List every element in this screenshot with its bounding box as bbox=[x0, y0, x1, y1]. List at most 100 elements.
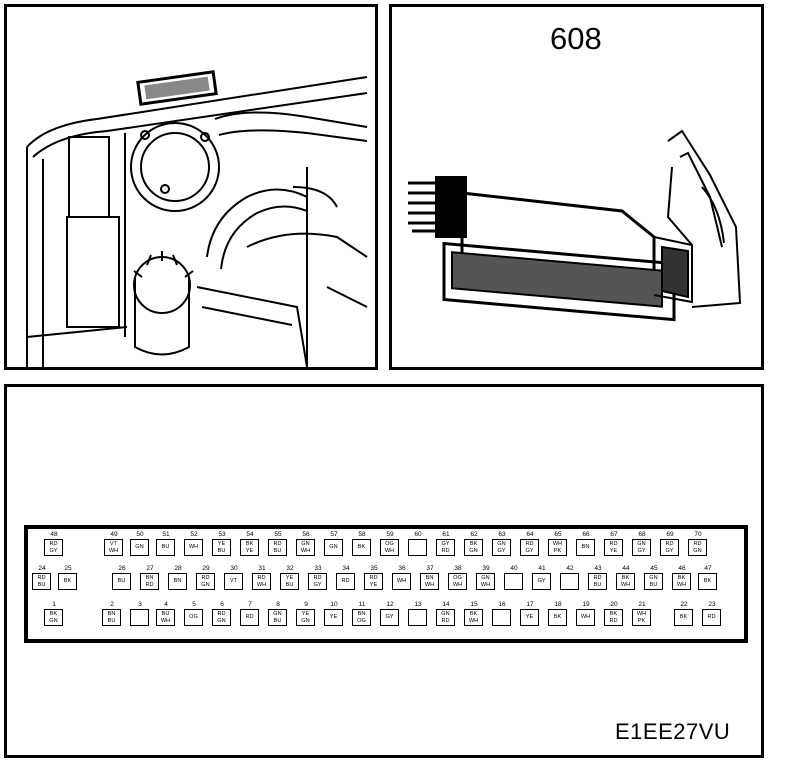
wire-color-code: GY bbox=[441, 541, 450, 548]
wire-color-code: WH bbox=[676, 581, 687, 588]
pin-number: 2 bbox=[110, 601, 114, 608]
wire-color-code: BU bbox=[217, 547, 226, 554]
wire-color-code: WH bbox=[160, 617, 171, 624]
wire-color-code: WH bbox=[620, 581, 631, 588]
wire-color-code: BK bbox=[703, 578, 712, 585]
pin-number: 69 bbox=[666, 531, 674, 538]
wire-color-code: BN bbox=[357, 611, 366, 618]
pin-number: 62 bbox=[470, 531, 478, 538]
pin-number: 65 bbox=[554, 531, 562, 538]
wire-color-code: OG bbox=[189, 614, 198, 621]
wire-color-code: GN bbox=[301, 541, 310, 548]
pin-number: 28 bbox=[174, 565, 182, 572]
wire-color-code: BK bbox=[609, 611, 618, 618]
wire-color-code: WH bbox=[188, 544, 199, 551]
wire-color-code: GN bbox=[49, 617, 58, 624]
wire-color-code: BK bbox=[469, 541, 478, 548]
pin-number: 34 bbox=[342, 565, 350, 572]
wire-color-code: GN bbox=[217, 617, 226, 624]
wire-color-code: GN bbox=[329, 544, 338, 551]
pin-number: 4 bbox=[164, 601, 168, 608]
wire-color-code: OG bbox=[385, 541, 394, 548]
pin-number: 43 bbox=[594, 565, 602, 572]
wire-color-code: GN bbox=[649, 575, 658, 582]
pin-cavity: BN bbox=[168, 573, 187, 590]
wire-color-code: GN bbox=[441, 611, 450, 618]
wire-color-code: BK bbox=[49, 611, 58, 618]
wire-color-code: RD bbox=[707, 614, 716, 621]
pin-number: 50 bbox=[136, 531, 144, 538]
pin-number: 37 bbox=[426, 565, 434, 572]
figure-code: E1EE27VU bbox=[615, 719, 731, 744]
wire-color-code: BN bbox=[425, 575, 434, 582]
pin-number: 36 bbox=[398, 565, 406, 572]
pin-number: 52 bbox=[190, 531, 198, 538]
pin-number: 20 bbox=[610, 601, 618, 608]
wire-color-code: RD bbox=[609, 617, 618, 624]
pin-number: 27 bbox=[146, 565, 154, 572]
pin-number: 44 bbox=[622, 565, 630, 572]
pin-number: 18 bbox=[554, 601, 562, 608]
pin-number: 54 bbox=[246, 531, 254, 538]
wire-color-code: RD bbox=[257, 575, 266, 582]
pin-number: 14 bbox=[442, 601, 450, 608]
pin-number: 9 bbox=[304, 601, 308, 608]
wire-color-code: BU bbox=[273, 547, 282, 554]
pin-number: 31 bbox=[258, 565, 266, 572]
pin-cavity bbox=[408, 539, 427, 556]
pin-number: 56 bbox=[302, 531, 310, 538]
wire-color-code: GN bbox=[469, 547, 478, 554]
pin-cavity: BK bbox=[352, 539, 371, 556]
pin-cavity: BU bbox=[112, 573, 131, 590]
wire-color-code: WH bbox=[396, 578, 407, 585]
wire-color-code: GN bbox=[301, 617, 310, 624]
pin-cavity bbox=[560, 573, 579, 590]
connector-illustration: 608 bbox=[389, 4, 764, 370]
pin-number: 21 bbox=[638, 601, 646, 608]
pin-number: 7 bbox=[248, 601, 252, 608]
wire-color-code: BN bbox=[173, 578, 182, 585]
connector-number-label: 608 bbox=[550, 21, 602, 56]
wire-color-code: GY bbox=[525, 547, 534, 554]
pin-cavity: GN bbox=[130, 539, 149, 556]
wire-color-code: GY bbox=[313, 581, 322, 588]
pin-number: 5 bbox=[192, 601, 196, 608]
wire-color-code: GY bbox=[49, 547, 58, 554]
wire-color-code: RD bbox=[665, 541, 674, 548]
pin-cavity bbox=[130, 609, 149, 626]
wire-color-code: RD bbox=[693, 541, 702, 548]
wire-color-code: VT bbox=[109, 541, 118, 548]
wire-color-code: PK bbox=[553, 547, 562, 554]
wire-color-code: WH bbox=[384, 547, 395, 554]
wire-color-code: RD bbox=[441, 617, 450, 624]
wire-color-code: RD bbox=[201, 575, 210, 582]
pin-number: 13 bbox=[414, 601, 422, 608]
pin-number: 70 bbox=[694, 531, 702, 538]
wire-color-code: GY bbox=[637, 547, 646, 554]
wire-color-code: BN bbox=[107, 611, 116, 618]
pin-cavity: BK bbox=[548, 609, 567, 626]
pin-cavity: BN bbox=[576, 539, 595, 556]
pin-number: 41 bbox=[538, 565, 546, 572]
pin-cavity bbox=[504, 573, 523, 590]
wire-color-code: PK bbox=[637, 617, 646, 624]
pin-number: 42 bbox=[566, 565, 574, 572]
pin-cavity: BU bbox=[156, 539, 175, 556]
pin-number: 57 bbox=[330, 531, 338, 538]
wire-color-code: BK bbox=[679, 614, 688, 621]
ecu-location-marker bbox=[136, 70, 218, 106]
wire-color-code: GY bbox=[537, 578, 546, 585]
